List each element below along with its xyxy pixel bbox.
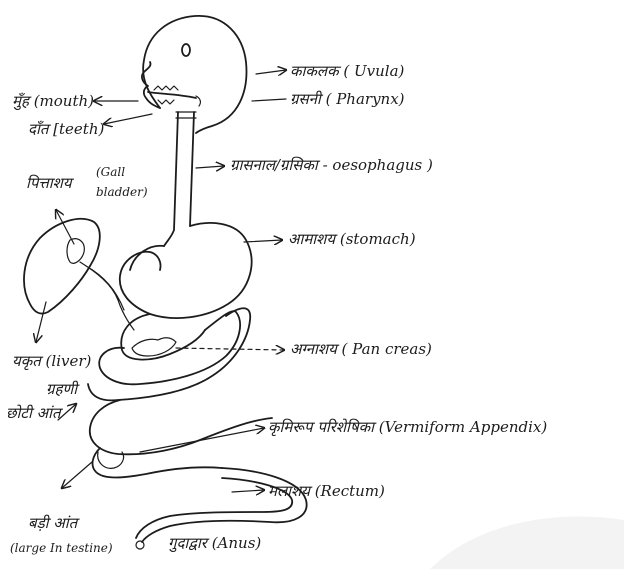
label-anus: गुदाद्वार (Anus)	[168, 534, 261, 553]
face-profile	[142, 62, 160, 108]
label-mouth: मुँह (mouth)	[12, 92, 94, 111]
label-pharynx: ग्रसनी ( Pharynx)	[290, 90, 405, 108]
arrow-gall	[56, 210, 74, 244]
label-large-intestine-hi: बड़ी आंत	[28, 514, 81, 532]
arrow-appendix	[140, 428, 264, 452]
arrow-uvula	[256, 70, 286, 74]
line-pharynx	[252, 99, 286, 101]
small-intestine	[99, 311, 240, 384]
label-rectum: मलाशय (Rectum)	[268, 482, 385, 500]
label-stomach: आमाशय (stomach)	[288, 230, 416, 248]
label-small-intestine: छोटी आंत	[6, 404, 64, 422]
background-shade	[430, 517, 624, 569]
arrow-rectum	[232, 490, 264, 492]
label-oesophagus: ग्रासनाल/ग्रसिका - oesophagus )	[230, 156, 433, 174]
liver-outline	[24, 219, 100, 314]
label-duodenum: ग्रहणी	[46, 380, 80, 398]
arrow-pancreas	[176, 348, 284, 350]
oesophagus-left	[164, 112, 178, 246]
gall-bladder	[67, 239, 84, 264]
arrow-small-intestine	[58, 404, 76, 420]
mouth-cavity	[148, 92, 196, 98]
arrow-teeth	[104, 114, 152, 124]
stomach-outline	[120, 223, 252, 318]
head-outline	[143, 16, 246, 133]
label-gall-bladder-hi: पित्ताशय	[26, 174, 75, 192]
eye	[182, 44, 190, 56]
label-teeth: दाँत [teeth)	[28, 120, 104, 138]
label-gall-bladder-en1: (Gall	[96, 165, 125, 179]
rectum-tube	[142, 468, 307, 542]
large-intestine	[90, 400, 272, 454]
anus-opening	[136, 541, 144, 549]
arrow-large-intestine	[62, 462, 92, 488]
label-appendix: कृमिरूप परिशेषिका (Vermiform Appendix)	[268, 418, 547, 437]
arrow-stomach	[244, 240, 282, 242]
arrow-liver	[36, 302, 46, 342]
label-uvula: काकलक ( Uvula)	[290, 62, 405, 80]
label-pancreas: अग्नाशय ( Pan creas)	[290, 340, 432, 358]
label-large-intestine-en: (large In testine)	[10, 541, 113, 555]
oesophagus-right	[190, 112, 194, 226]
arrow-oesophagus	[196, 166, 224, 168]
label-liver: यकृत (liver)	[12, 352, 92, 371]
label-gall-bladder-en2: bladder)	[96, 185, 148, 199]
